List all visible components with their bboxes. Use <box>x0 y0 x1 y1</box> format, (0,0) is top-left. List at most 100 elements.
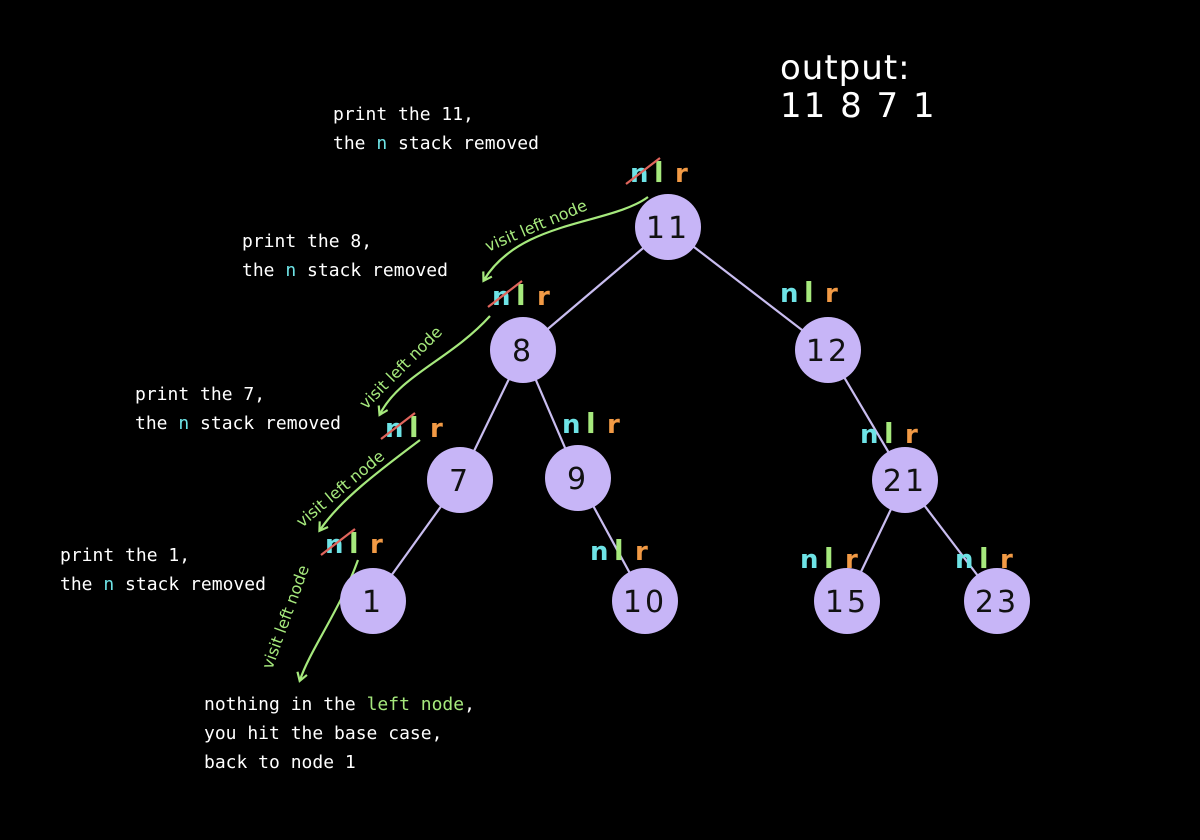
arrow-path <box>482 196 649 283</box>
note-text: the <box>333 133 377 154</box>
l-label: l <box>349 527 359 560</box>
node-label: 23 <box>975 585 1019 620</box>
r-label: r <box>825 279 838 309</box>
stack-marker: nlr <box>487 279 550 312</box>
left-node-token: left node <box>366 694 465 715</box>
strike-mark <box>380 412 416 440</box>
tree-node-7: 7 <box>427 447 493 513</box>
tree-node-11: 11 <box>635 194 701 260</box>
r-label: r <box>635 537 648 567</box>
visit-left-arrow: visit left node <box>355 315 491 417</box>
l-label: l <box>654 156 664 189</box>
note-print-1: print the 1, the n stack removed <box>60 541 266 599</box>
n-token: n <box>285 260 297 281</box>
note-base-case: nothing in the left node, you hit the ba… <box>204 690 475 777</box>
l-label: l <box>884 417 894 450</box>
r-label: r <box>607 410 620 440</box>
stack-marker: nlr <box>320 527 383 560</box>
note-print-11: print the 11, the n stack removed <box>333 100 539 158</box>
n-token: n <box>178 413 190 434</box>
node-label: 10 <box>623 585 667 620</box>
stack-marker: nlr <box>625 156 688 189</box>
arrow-label: visit left node <box>258 562 313 671</box>
note-text: the <box>60 574 104 595</box>
node-circle <box>427 447 493 513</box>
note-line: print the 8, <box>242 231 373 252</box>
node-circle <box>872 447 938 513</box>
n-token: n <box>103 574 115 595</box>
visit-left-arrow: visit left node <box>258 559 360 683</box>
node-label: 12 <box>806 334 850 369</box>
note-text: , <box>464 694 475 715</box>
node-label: 8 <box>512 334 534 369</box>
output-title: output: <box>780 48 911 88</box>
node-label: 1 <box>362 585 384 620</box>
tree-node-23: 23 <box>964 568 1030 634</box>
output-values: 11 8 7 1 <box>780 86 937 126</box>
arrow-path <box>377 315 491 417</box>
n-label: n <box>780 279 799 309</box>
l-label: l <box>586 407 596 440</box>
node-label: 11 <box>646 211 690 246</box>
r-label: r <box>1000 545 1013 575</box>
n-label: n <box>562 410 581 440</box>
note-line: the n stack removed <box>333 129 539 158</box>
tree-node-15: 15 <box>814 568 880 634</box>
strike-mark <box>625 157 661 185</box>
node-circle <box>490 317 556 383</box>
note-print-8: print the 8, the n stack removed <box>242 227 448 285</box>
note-line: print the 11, <box>333 104 474 125</box>
r-label: r <box>430 414 443 444</box>
l-label: l <box>516 279 526 312</box>
l-label: l <box>824 542 834 575</box>
l-label: l <box>409 411 419 444</box>
arrow-label: visit left node <box>482 196 590 256</box>
n-label: n <box>860 420 879 450</box>
node-circle <box>612 568 678 634</box>
note-text: stack removed <box>296 260 448 281</box>
arrow-label: visit left node <box>355 322 445 412</box>
note-text: nothing in the <box>204 694 367 715</box>
note-text: stack removed <box>114 574 266 595</box>
l-label: l <box>804 276 814 309</box>
strike-mark <box>487 280 523 308</box>
n-label: n <box>955 545 974 575</box>
note-line: the n stack removed <box>242 256 448 285</box>
visit-left-arrow: visit left node <box>482 196 649 283</box>
tree-node-12: 12 <box>795 317 861 383</box>
note-line: print the 1, <box>60 545 191 566</box>
node-circle <box>340 568 406 634</box>
l-label: l <box>979 542 989 575</box>
node-circle <box>545 445 611 511</box>
n-token: n <box>376 133 388 154</box>
stack-marker: nlr <box>380 411 443 444</box>
r-label: r <box>370 530 383 560</box>
note-line: print the 7, <box>135 384 266 405</box>
tree-node-21: 21 <box>872 447 938 513</box>
note-line: you hit the base case, <box>204 723 443 744</box>
l-label: l <box>614 534 624 567</box>
tree-node-8: 8 <box>490 317 556 383</box>
n-label: n <box>590 537 609 567</box>
node-label: 9 <box>567 462 589 497</box>
tree-node-9: 9 <box>545 445 611 511</box>
r-label: r <box>675 159 688 189</box>
n-label: n <box>800 545 819 575</box>
visit-left-arrow: visit left node <box>292 439 421 533</box>
note-text: stack removed <box>189 413 341 434</box>
arrow-label: visit left node <box>292 446 388 531</box>
tree-node-10: 10 <box>612 568 678 634</box>
node-label: 21 <box>883 464 927 499</box>
r-label: r <box>845 545 858 575</box>
tree-node-1: 1 <box>340 568 406 634</box>
node-circle <box>635 194 701 260</box>
note-text: the <box>135 413 179 434</box>
node-circle <box>814 568 880 634</box>
